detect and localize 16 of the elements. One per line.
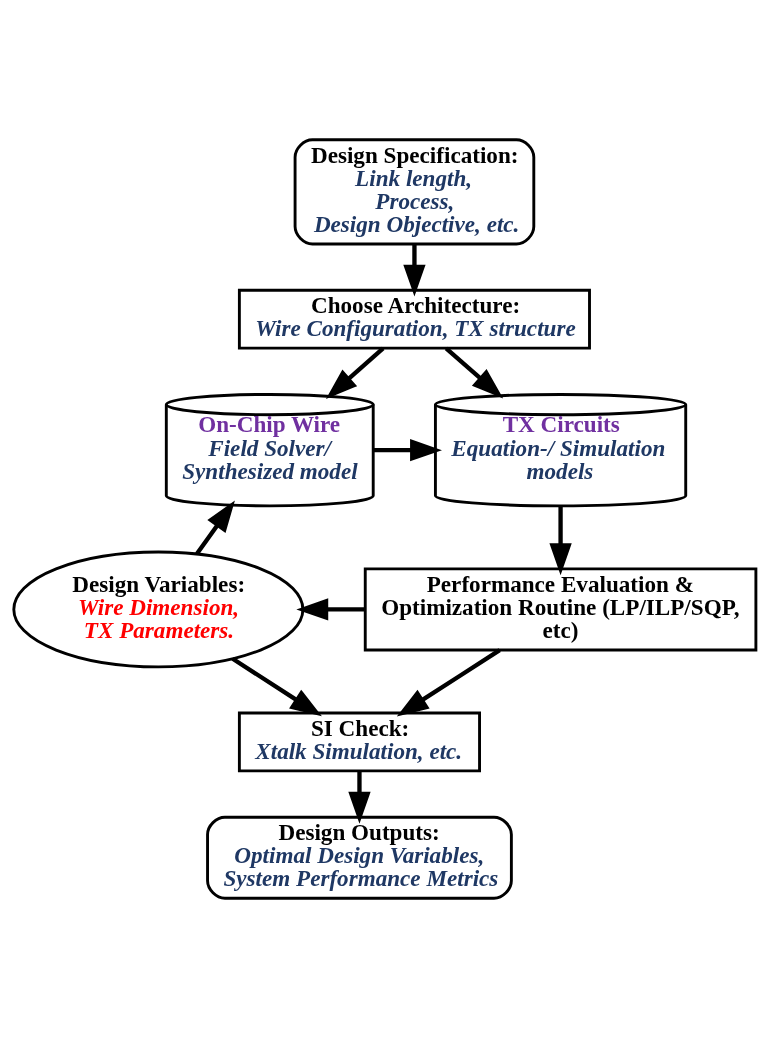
arrow bbox=[373, 438, 442, 462]
arrow bbox=[396, 648, 501, 717]
arrow bbox=[403, 244, 426, 297]
node-ellipse: Design Variables: Wire Dimension, TX Parameters. bbox=[12, 550, 305, 669]
node-box: Performance Evaluation & Optimization Routine (LP/ILP/SQP, etc) bbox=[363, 567, 758, 652]
arrow bbox=[195, 500, 235, 556]
arrow bbox=[444, 346, 504, 399]
arrow bbox=[231, 656, 322, 717]
node-box: Choose Architecture: Wire Configuration, TX structure bbox=[237, 288, 591, 350]
arrow bbox=[296, 598, 365, 621]
node-box: Design Outputs: Optimal Design Variables, System Performance Metrics bbox=[206, 815, 513, 900]
arrow bbox=[348, 771, 371, 824]
arrow bbox=[549, 505, 572, 576]
node-box: Design Specification: Link length, Process, Design Objective, etc. bbox=[293, 138, 536, 246]
node-box: SI Check: Xtalk Simulation, etc. bbox=[237, 711, 481, 773]
arrow bbox=[325, 346, 385, 399]
